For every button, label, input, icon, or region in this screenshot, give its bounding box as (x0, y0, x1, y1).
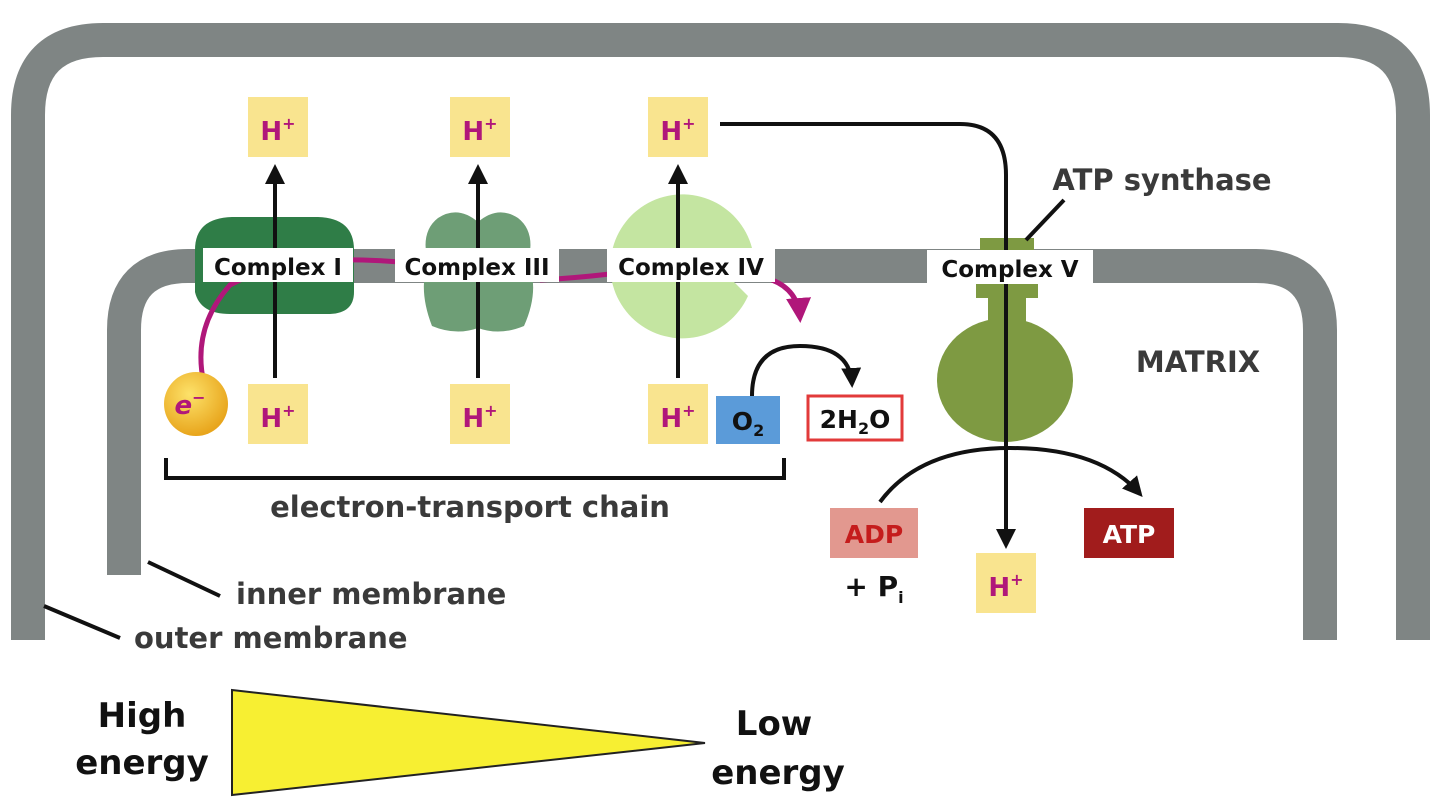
oxygen-label: O2 (732, 407, 764, 440)
oxygen-to-water-arrow (750, 343, 862, 397)
adp-label: ADP (845, 520, 903, 549)
low-energy-label-line2: energy (711, 753, 845, 793)
high-energy-label-line1: High (98, 696, 187, 736)
etc-bracket (164, 458, 786, 480)
inner-membrane-label: inner membrane (236, 577, 506, 611)
atp-label: ATP (1103, 520, 1156, 549)
adp-box (830, 508, 918, 558)
proton-box: H+ (248, 97, 308, 157)
complex-i-label: Complex I (214, 255, 342, 281)
water-label: 2H2O (820, 405, 891, 438)
proton-box: H+ (450, 384, 510, 444)
complex-v-label-box (927, 250, 1093, 284)
atp-synthase-pointer (1024, 198, 1066, 242)
oxygen-box (716, 396, 780, 444)
etc-label: electron-transport chain (270, 490, 670, 524)
electron-label: e− (174, 388, 205, 421)
svg-text:H+: H+ (260, 114, 295, 147)
svg-text:H+: H+ (462, 114, 497, 147)
phosphate-label: + Pi (844, 570, 903, 607)
complex-iii-label: Complex III (404, 255, 549, 281)
low-energy-label-line1: Low (736, 704, 812, 744)
water-box (806, 394, 904, 442)
complex-i-label-box (203, 248, 353, 282)
svg-text:H+: H+ (660, 401, 695, 434)
complex-v-label: Complex V (941, 257, 1078, 283)
proton-box: H+ (648, 97, 708, 157)
high-energy-label-line2: energy (75, 743, 209, 783)
outer-membrane (11, 23, 1430, 640)
svg-text:H+: H+ (260, 401, 295, 434)
svg-text:H+: H+ (462, 401, 497, 434)
outer-membrane-label: outer membrane (134, 621, 408, 655)
proton-box: H+ (450, 97, 510, 157)
complex-iv-label: Complex IV (618, 255, 764, 281)
atp-synthase-label: ATP synthase (1052, 163, 1271, 197)
electron (164, 372, 228, 436)
complex-iii-label-box (395, 248, 559, 282)
adp-to-atp-arrow (878, 445, 1143, 504)
atp-box (1084, 508, 1174, 558)
proton-box: H+ (248, 384, 308, 444)
electron-path-4 (771, 277, 812, 323)
proton-box: H+ (648, 384, 708, 444)
svg-text:H+: H+ (988, 570, 1023, 603)
svg-text:H+: H+ (660, 114, 695, 147)
outer-membrane-pointer (43, 604, 121, 640)
proton-return-arrow (720, 122, 1016, 549)
matrix-label: MATRIX (1136, 345, 1260, 379)
proton-box: H+ (976, 553, 1036, 613)
energy-gradient-wedge (231, 688, 706, 797)
inner-membrane-pointer (147, 560, 221, 598)
complex-iv-label-box (607, 248, 775, 282)
